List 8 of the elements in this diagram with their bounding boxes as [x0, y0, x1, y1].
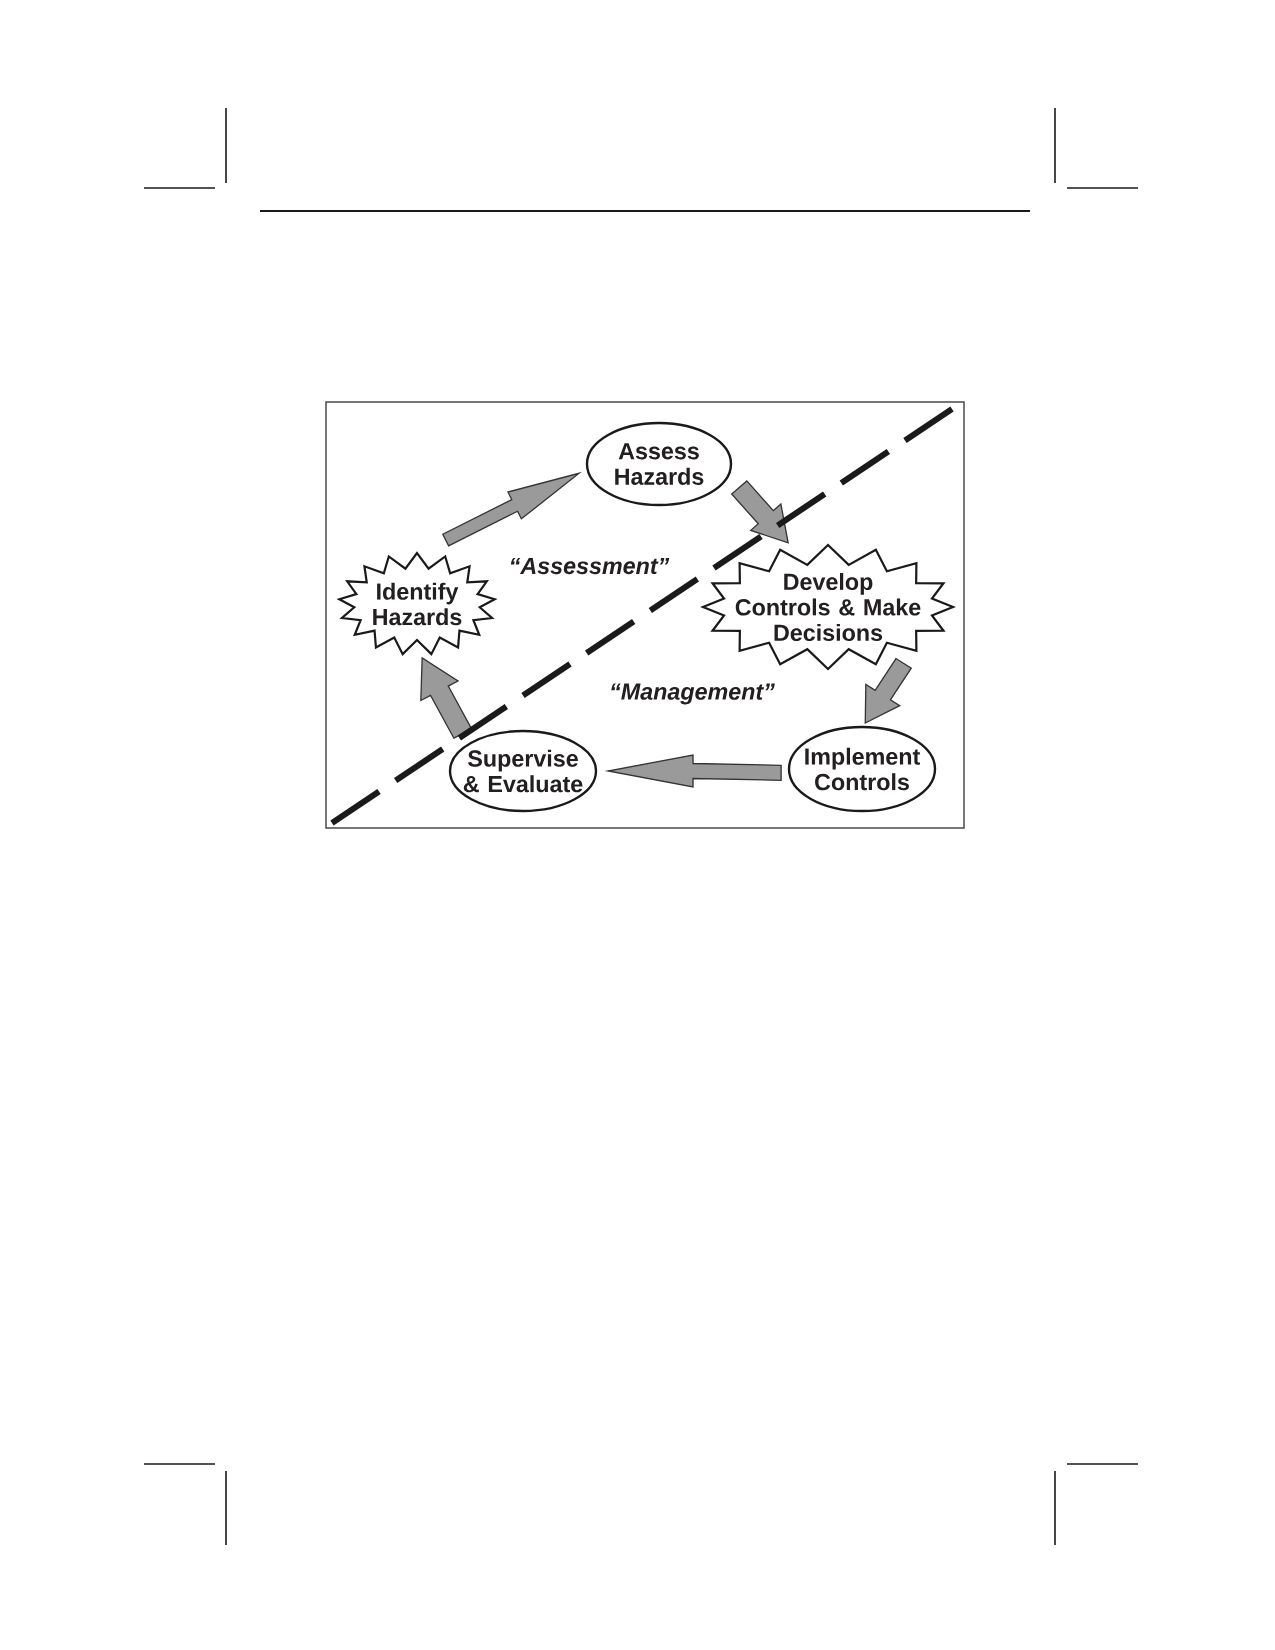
ellipse-node: Supervise & Evaluate — [448, 729, 598, 813]
block-arrow — [604, 754, 782, 788]
starburst-node: Identify Hazards — [336, 551, 498, 656]
region-label: “Assessment” — [510, 557, 670, 575]
starburst-node: Develop Controls & Make Decisions — [700, 543, 956, 671]
ellipse-node: Implement Controls — [787, 725, 937, 813]
ellipse-node: Assess Hazards — [585, 421, 733, 507]
region-label: “Management” — [611, 683, 775, 705]
